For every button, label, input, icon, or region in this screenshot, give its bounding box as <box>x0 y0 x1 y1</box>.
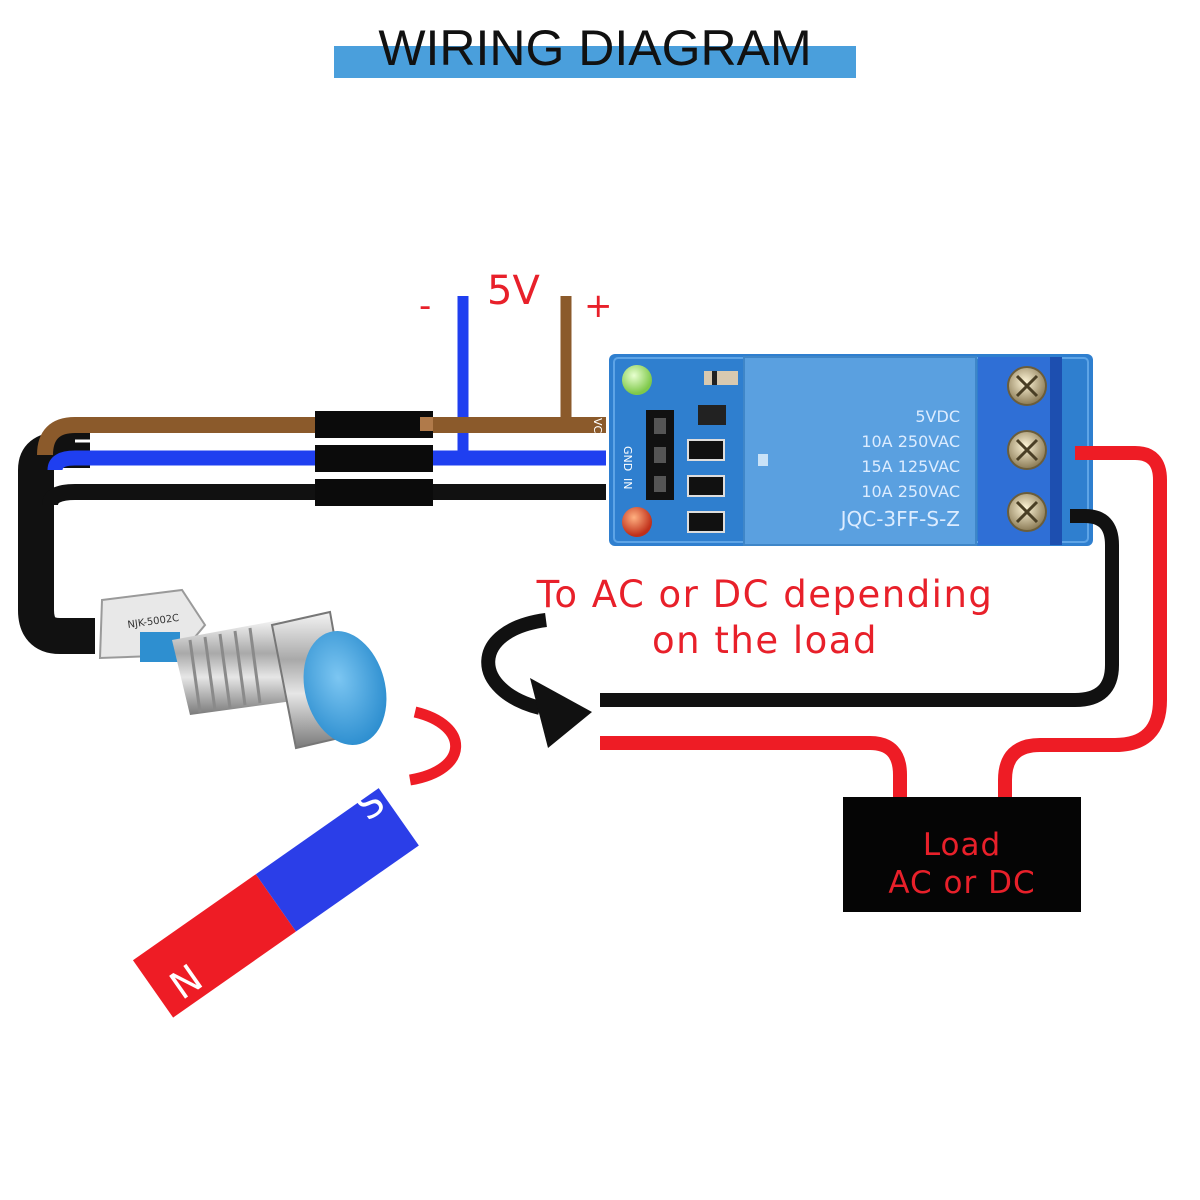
relay-markings: 5VDC 10A 250VAC 15A 125VAC 10A 250VAC JQ… <box>770 404 960 532</box>
relay-marking-4: 10A 250VAC <box>861 482 960 501</box>
load-box <box>843 797 1081 912</box>
curved-arrow-head <box>530 678 592 748</box>
magnet-north <box>132 874 296 1018</box>
supply-negative-label: - <box>419 286 432 326</box>
wire-black <box>42 484 606 506</box>
power-led-red <box>622 507 652 537</box>
load-wire-red-left <box>600 736 907 800</box>
relay-marking-1: 5VDC <box>915 407 960 426</box>
load-note-line2: on the load <box>652 619 878 662</box>
relay-body <box>744 357 976 545</box>
wire-brown <box>37 417 606 456</box>
pin-label-in: IN <box>621 478 634 490</box>
page-title: WIRING DIAGRAM <box>378 20 812 76</box>
dupont-connector-vcc <box>315 411 433 438</box>
supply-voltage-label: 5V <box>487 268 540 314</box>
magnet-direction-arrow <box>408 706 462 786</box>
relay-model: JQC-3FF-S-Z <box>840 507 960 531</box>
dupont-connector-gnd <box>315 445 433 472</box>
magnet-south <box>255 788 419 932</box>
hall-sensor: NJK-5002C <box>98 588 387 750</box>
cable-black-outer <box>18 432 95 654</box>
load-note: To AC or DC depending on the load <box>470 572 1060 664</box>
magnet <box>132 788 419 1018</box>
curved-arrow <box>481 613 548 715</box>
load-wire-red-right <box>998 446 1167 800</box>
title-bar <box>334 46 856 78</box>
status-led-green <box>622 365 652 395</box>
wire-blue <box>47 450 606 471</box>
relay-marking-2: 10A 250VAC <box>861 432 960 451</box>
load-box-line1: Load <box>922 827 1002 863</box>
load-wire-black <box>600 509 1119 707</box>
pin-label-gnd: GND <box>621 446 634 472</box>
load-box-line2: AC or DC <box>888 865 1036 901</box>
load-box-text: Load AC or DC <box>843 826 1081 902</box>
relay-marking-3: 15A 125VAC <box>861 457 960 476</box>
dupont-connector-in <box>315 479 433 506</box>
sensor-cap <box>303 631 387 745</box>
supply-positive-label: + <box>584 286 613 326</box>
pin-label-vcc: VCC <box>591 418 604 441</box>
relay-module <box>609 354 1093 546</box>
load-note-line1: To AC or DC depending <box>536 573 994 616</box>
